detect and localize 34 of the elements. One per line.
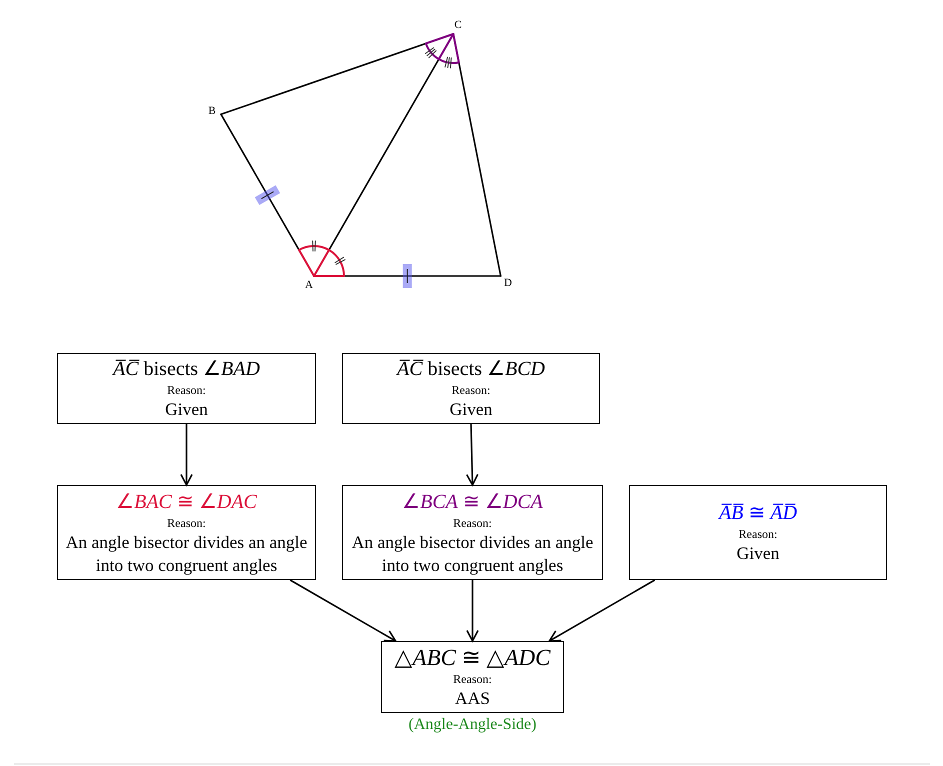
reason-text: An angle bisector divides an angle into two congruent angles [64, 530, 308, 576]
proof-box [57, 353, 316, 424]
vertex-label: A [305, 279, 313, 291]
reason-text: An angle bisector divides an angle into two congruent angles [350, 530, 594, 576]
arrow [466, 580, 479, 642]
statement-text: ∠BAC ≅ ∠DAC [116, 490, 257, 514]
arrow [290, 579, 396, 642]
vertex-label: C [454, 19, 462, 31]
arrow [466, 424, 479, 486]
proof-box [57, 485, 316, 580]
reason-text: Given [736, 542, 780, 565]
reason-label: Reason: [167, 514, 206, 530]
reason-label: Reason: [167, 382, 206, 398]
statement-text: A̅C̅ bisects ∠BCD [397, 357, 545, 382]
reason-label: Reason: [453, 670, 492, 686]
arrow [180, 424, 193, 486]
vertex-label: B [208, 105, 216, 117]
reason-label: Reason: [738, 526, 778, 542]
reason-text: AAS [454, 686, 490, 710]
reason-text: Given [165, 398, 208, 421]
arrow [548, 579, 656, 642]
note-text: (Angle-Angle-Side) [408, 715, 536, 735]
statement-text: ∠BCA ≅ ∠DCA [402, 490, 543, 514]
proof-box [342, 485, 603, 580]
statement-text: A̅B̅ ≅ A̅D̅ [718, 501, 798, 526]
statement-text: △ABC ≅ △ADC [394, 644, 550, 670]
reason-text: Given [450, 398, 492, 421]
reason-label: Reason: [453, 514, 492, 530]
proof-box [342, 353, 600, 424]
reason-label: Reason: [452, 382, 490, 398]
proof-box [629, 485, 887, 580]
proof-box [381, 641, 564, 713]
vertex-label: D [504, 277, 512, 289]
statement-text: A̅C̅ bisects ∠BAD [113, 357, 260, 382]
